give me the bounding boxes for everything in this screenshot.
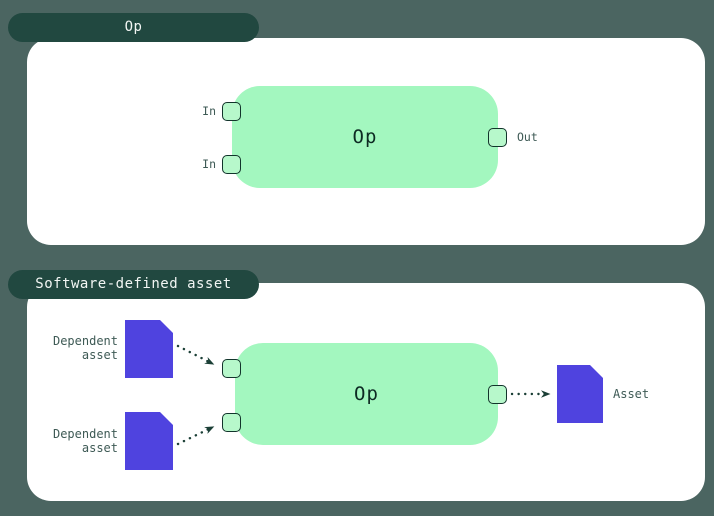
op-node: Op xyxy=(232,86,498,188)
sda-output-port xyxy=(488,385,507,404)
op-input-label-2: In xyxy=(202,157,216,171)
sda-input-port-2 xyxy=(222,413,241,432)
op-input-port-2 xyxy=(222,155,241,174)
asset-document-icon xyxy=(557,365,603,423)
dependent-asset-document-icon-1 xyxy=(125,320,173,378)
sda-section-tab: Software-defined asset xyxy=(8,270,259,299)
asset-label: Asset xyxy=(613,387,650,401)
sda-op-node-label: Op xyxy=(354,383,379,405)
dependent-asset-label-1: Dependent asset xyxy=(52,334,118,362)
dependent-asset-document-icon-2 xyxy=(125,412,173,470)
sda-op-node: Op xyxy=(235,343,498,445)
op-input-label-1: In xyxy=(202,104,216,118)
op-output-label: Out xyxy=(517,130,538,144)
op-section-tab: Op xyxy=(8,13,259,42)
dependent-asset-label-2: Dependent asset xyxy=(52,427,118,455)
sda-input-port-1 xyxy=(222,359,241,378)
op-input-port-1 xyxy=(222,102,241,121)
op-output-port xyxy=(488,128,507,147)
op-node-label: Op xyxy=(352,126,378,148)
